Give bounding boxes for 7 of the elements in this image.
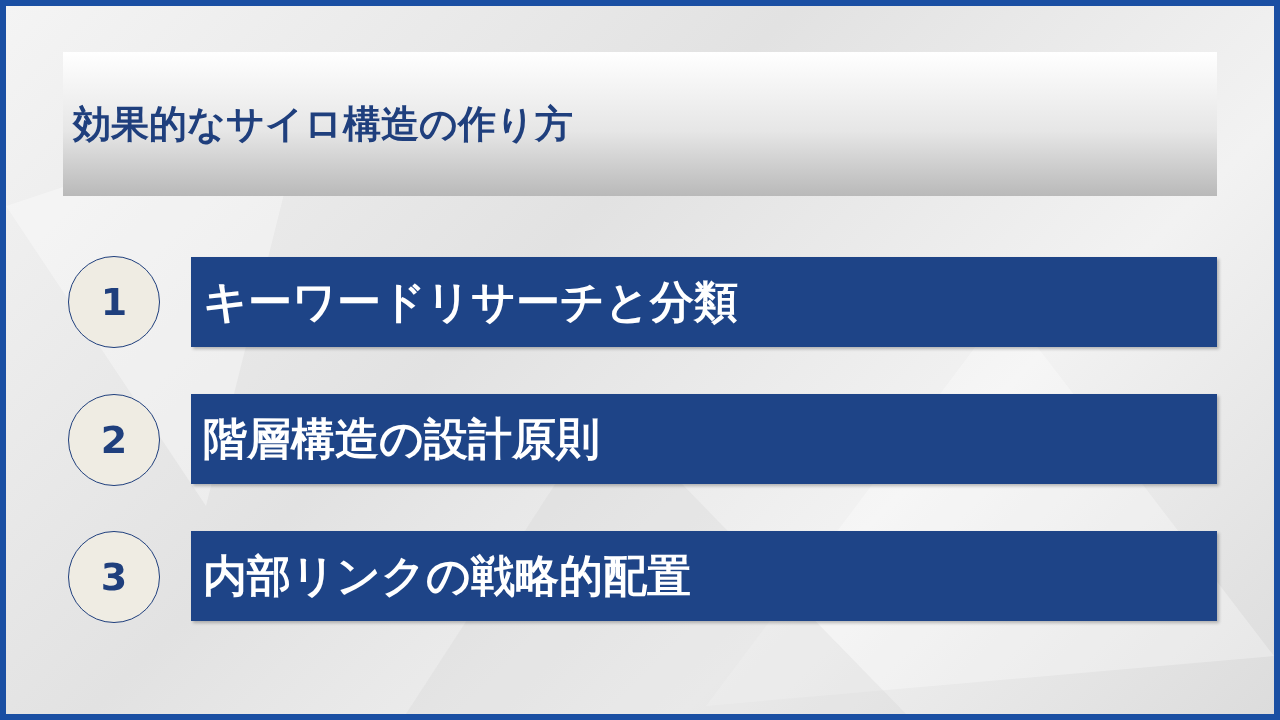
- step-bar: 階層構造の設計原則: [191, 394, 1217, 484]
- number-circle: 1: [68, 256, 160, 348]
- title: 効果的なサイロ構造の作り方: [73, 100, 573, 148]
- number-circle: 2: [68, 394, 160, 486]
- number-circle: 3: [68, 531, 160, 623]
- step-bar: 内部リンクの戦略的配置: [191, 531, 1217, 621]
- step-bar: キーワードリサーチと分類: [191, 257, 1217, 347]
